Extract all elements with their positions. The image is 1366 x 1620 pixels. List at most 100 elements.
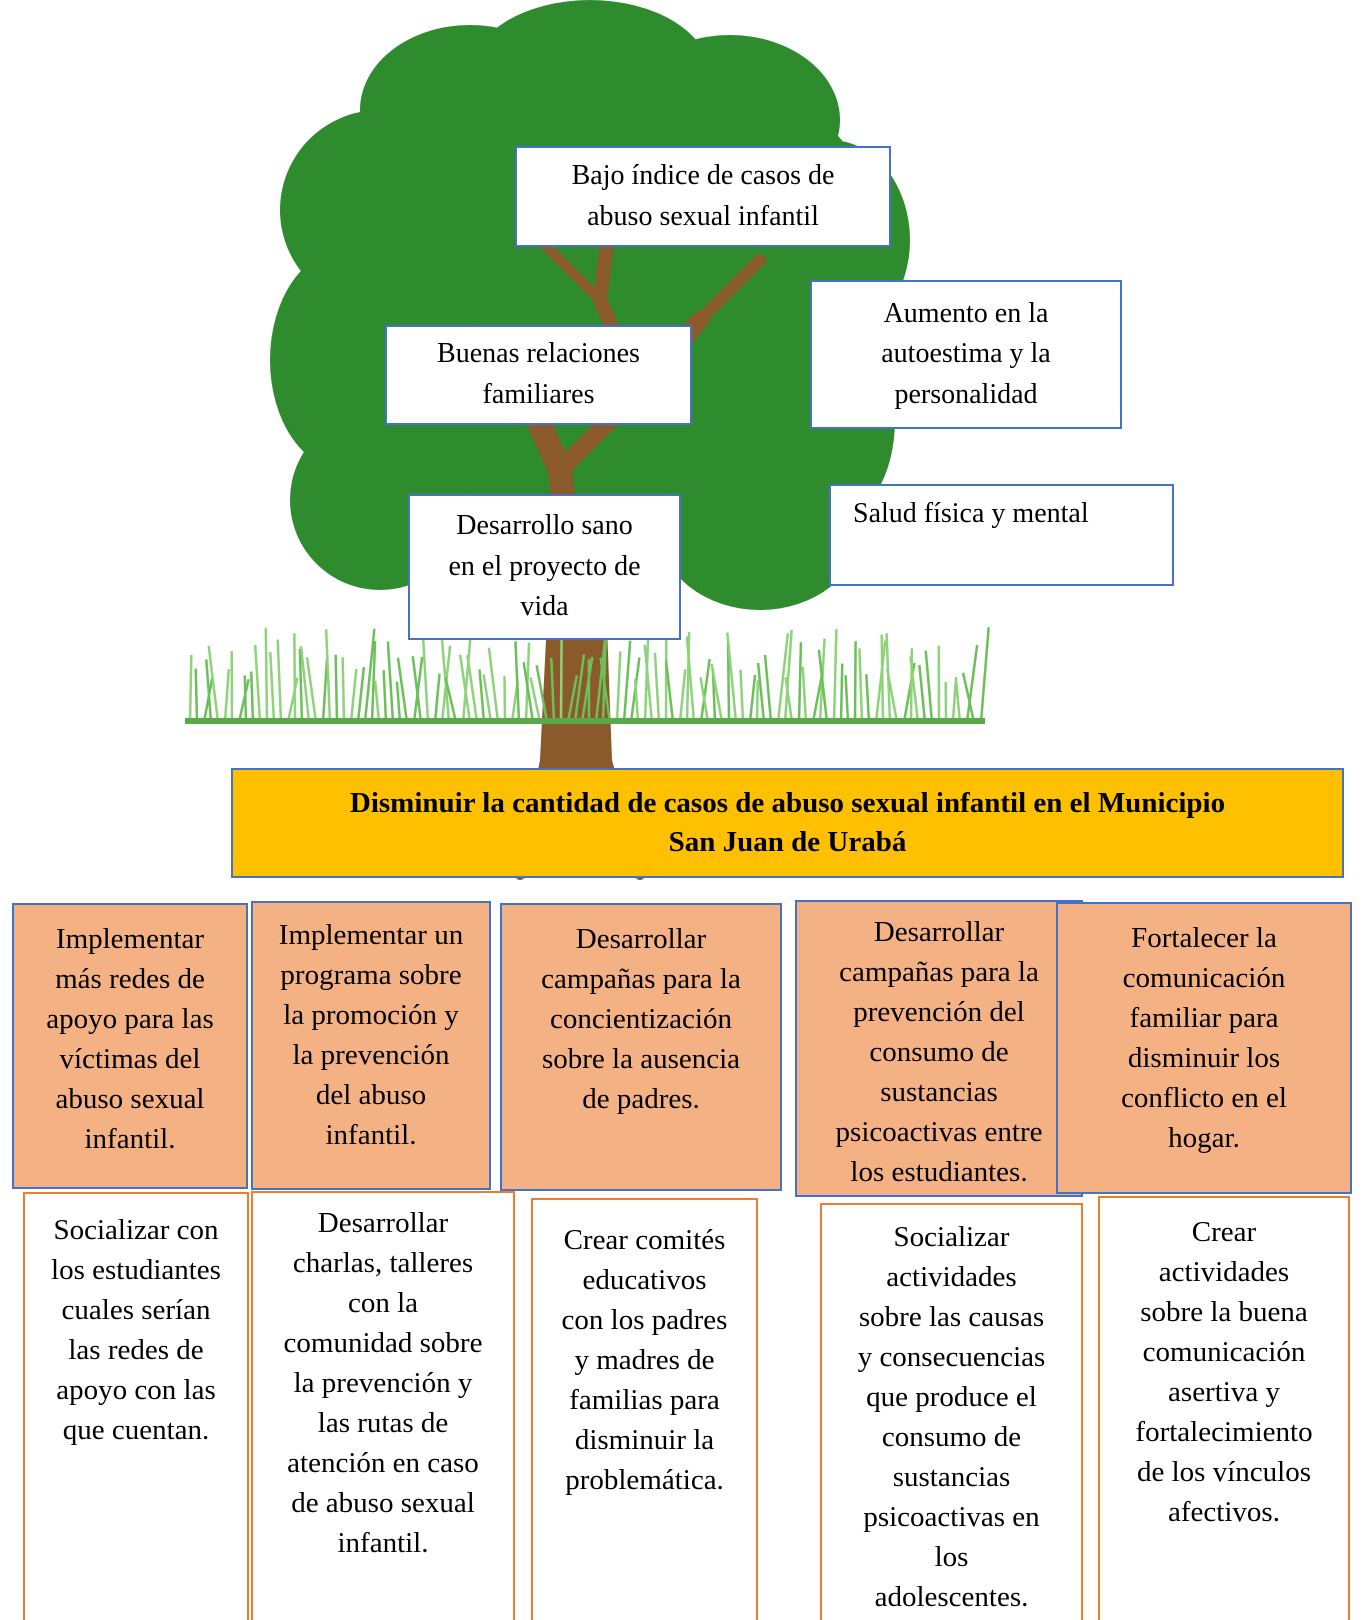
objective-line: Implementar un [278, 919, 464, 951]
objective-line: programa sobre [280, 959, 462, 992]
central-goal: Disminuir la cantidad de casos de abuso … [231, 768, 1344, 878]
objective-line: víctimas del [59, 1043, 201, 1076]
objective-line: campañas para la [839, 956, 1039, 989]
objective-line: del abuso [315, 1079, 427, 1112]
activity-line: consumo de [881, 1421, 1022, 1454]
activity-line: con los padres [561, 1304, 728, 1337]
activity-line: Desarrollar [317, 1207, 449, 1239]
activity-line: y consecuencias [857, 1341, 1046, 1374]
objective-line: comunicación [1122, 962, 1286, 995]
objective-line: infantil. [84, 1123, 176, 1156]
activity-line: y madres de [574, 1344, 715, 1377]
fruit-desarrollo: Desarrollo sano en el proyecto de vida [408, 494, 681, 640]
activity-line: Socializar [893, 1221, 1010, 1253]
objective-line: apoyo para las [46, 1003, 214, 1036]
activity-line: las rutas de [317, 1407, 449, 1440]
objective-line: prevención del [853, 996, 1025, 1029]
activity-line: que cuentan. [62, 1414, 210, 1447]
activity-line: Crear comités [563, 1224, 726, 1256]
objective-line: disminuir los [1127, 1042, 1281, 1075]
objective-line: Fortalecer la [1131, 922, 1277, 954]
objective-line: la prevención [292, 1039, 450, 1072]
fruit-text: Salud física y mental [853, 498, 1089, 529]
activity-box: Socializar actividades sobre las causas … [820, 1203, 1083, 1620]
activity-line: charlas, talleres [292, 1247, 474, 1280]
activity-line: disminuir la [574, 1424, 715, 1457]
objective-line: hogar. [1168, 1122, 1240, 1155]
fruit-text: Bajo índice de casos de [571, 159, 835, 191]
fruit-text: autoestima y la [881, 338, 1051, 370]
activity-line: educativos [582, 1264, 707, 1297]
goal-text: Disminuir la cantidad de casos de abuso … [349, 786, 1226, 819]
objective-line: la promoción y [283, 999, 459, 1032]
activity-line: adolescentes. [874, 1581, 1029, 1614]
activity-line: fortalecimiento [1135, 1416, 1313, 1449]
objective-box: Fortalecer la comunicación familiar para… [1056, 902, 1352, 1194]
activity-line: apoyo con las [56, 1374, 216, 1407]
objective-line: sustancias [880, 1076, 998, 1109]
fruit-salud: Salud física y mental [829, 484, 1174, 586]
activity-line: afectivos. [1168, 1496, 1280, 1529]
fruit-text: abuso sexual infantil [587, 200, 819, 232]
goal-text: San Juan de Urabá [668, 826, 907, 858]
fruit-text: Aumento en la [883, 297, 1049, 329]
objective-box: Desarrollar campañas para la concientiza… [500, 903, 782, 1191]
objective-box: Implementar más redes de apoyo para las … [12, 903, 248, 1189]
activity-line: sobre las causas [858, 1301, 1045, 1334]
activity-line: la prevención y [293, 1367, 473, 1400]
objective-line: infantil. [325, 1119, 417, 1152]
objective-line: conflicto en el [1121, 1082, 1287, 1115]
activity-line: los [934, 1541, 969, 1574]
activity-line: sustancias [892, 1461, 1011, 1494]
objective-line: Implementar [55, 923, 205, 955]
activity-line: actividades [1158, 1256, 1290, 1289]
fruit-bajo-indice: Bajo índice de casos de abuso sexual inf… [515, 146, 891, 247]
grass [185, 627, 990, 724]
activity-line: los estudiantes [51, 1254, 221, 1287]
activity-line: comunidad sobre [283, 1327, 483, 1360]
activity-line: asertiva y [1168, 1376, 1280, 1409]
activity-box: Crear comités educativos con los padres … [531, 1198, 758, 1620]
activity-line: actividades [886, 1261, 1017, 1294]
activity-line: cuales serían [61, 1294, 211, 1327]
objective-box: Implementar un programa sobre la promoci… [251, 901, 491, 1190]
activity-line: comunicación [1142, 1336, 1306, 1369]
activity-line: las redes de [68, 1334, 204, 1367]
activity-line: problemática. [565, 1464, 724, 1497]
objective-line: sobre la ausencia [541, 1043, 741, 1076]
objective-line: familiar para [1129, 1002, 1279, 1035]
objective-box: Desarrollar campañas para la prevención … [795, 900, 1083, 1197]
objective-line: psicoactivas entre [835, 1116, 1043, 1149]
objective-line: abuso sexual [55, 1083, 205, 1116]
fruit-text: en el proyecto de [448, 550, 641, 582]
fruit-text: Buenas relaciones [437, 338, 640, 370]
objective-line: los estudiantes. [850, 1156, 1028, 1189]
fruit-autoestima: Aumento en la autoestima y la personalid… [810, 280, 1122, 429]
activity-line: atención en caso [287, 1447, 479, 1480]
objective-line: Desarrollar [873, 916, 1005, 948]
objective-line: consumo de [869, 1036, 1009, 1069]
objective-line: de padres. [582, 1083, 700, 1116]
activity-box: Desarrollar charlas, talleres con la com… [251, 1191, 515, 1620]
activity-line: de los vínculos [1137, 1456, 1311, 1489]
activity-box: Crear actividades sobre la buena comunic… [1098, 1196, 1350, 1620]
fruit-text: Desarrollo sano [456, 510, 633, 542]
activity-line: infantil. [337, 1527, 429, 1560]
objective-line: Desarrollar [575, 923, 707, 955]
objective-line: concientización [550, 1003, 732, 1036]
fruit-text: familiares [482, 379, 595, 410]
objective-line: más redes de [55, 963, 205, 996]
objective-line: campañas para la [541, 963, 741, 996]
activity-line: Socializar con [53, 1214, 219, 1246]
activity-line: que produce el [866, 1381, 1037, 1414]
activity-box: Socializar con los estudiantes cuales se… [23, 1192, 249, 1620]
activity-line: Crear [1191, 1216, 1257, 1248]
fruit-text: personalidad [894, 378, 1038, 410]
activity-line: familias para [569, 1384, 720, 1417]
fruit-relaciones: Buenas relaciones familiares [385, 325, 692, 425]
fruit-text: vida [520, 591, 569, 623]
activity-line: con la [347, 1287, 419, 1320]
activity-line: de abuso sexual [291, 1487, 475, 1520]
activity-line: psicoactivas en [863, 1501, 1040, 1534]
activity-line: sobre la buena [1140, 1296, 1308, 1329]
